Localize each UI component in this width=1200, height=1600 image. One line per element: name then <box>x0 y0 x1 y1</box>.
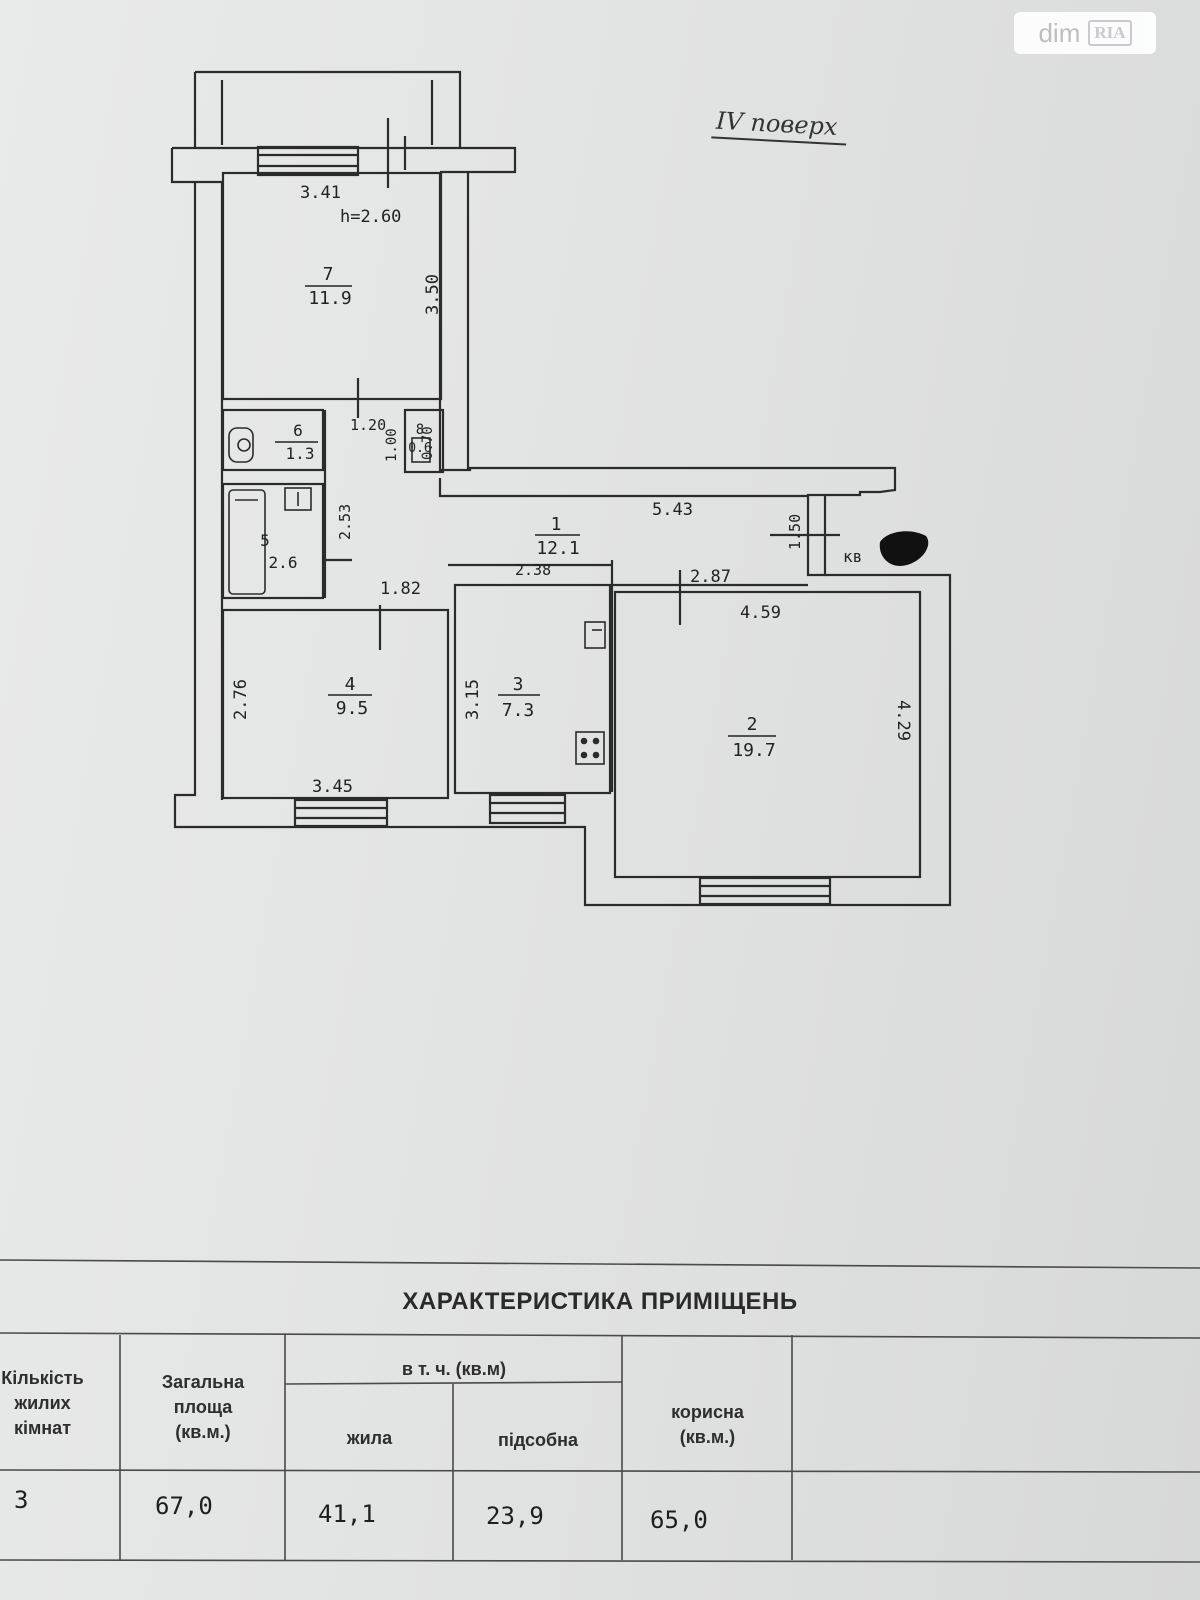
dim-459: 4.59 <box>740 603 781 623</box>
room-8-area: 0.6 <box>408 441 431 456</box>
floor-plan: 3.41 h=2.60 3.50 1.20 1.00 0.70 2.53 1.8… <box>170 70 952 907</box>
value-total-area: 67,0 <box>155 1492 213 1520</box>
toilet-icon <box>228 427 254 463</box>
header-useful: корисна (кв.м.) <box>671 1402 744 1447</box>
plan-fixtures <box>228 427 606 765</box>
dim-350: 3.50 <box>423 274 443 315</box>
dim-287: 2.87 <box>690 567 731 587</box>
watermark-brand: dim <box>1038 17 1081 48</box>
dim-120: 1.20 <box>350 416 386 434</box>
value-rooms: 3 <box>14 1486 29 1514</box>
apartment-label: кв <box>843 547 862 566</box>
dim-ceiling-height: h=2.60 <box>340 207 401 227</box>
room-7-number: 7 <box>323 264 334 285</box>
room-5-number: 5 <box>260 531 270 550</box>
stove-icon <box>575 731 605 765</box>
room-1-number: 1 <box>551 514 562 535</box>
room-5-area: 2.6 <box>269 553 298 572</box>
dim-315: 3.15 <box>463 679 483 720</box>
value-useful: 65,0 <box>650 1506 708 1534</box>
dim-341: 3.41 <box>300 183 341 203</box>
header-including: в т. ч. (кв.м) <box>401 1359 507 1379</box>
room-1-area: 12.1 <box>536 538 579 559</box>
dim-238: 2.38 <box>515 561 551 579</box>
room-4-number: 4 <box>345 674 356 695</box>
room-2-number: 2 <box>747 714 758 735</box>
dimria-watermark: dim RIA <box>1014 12 1156 54</box>
bathtub-icon <box>228 489 266 595</box>
room-3-number: 3 <box>513 674 524 695</box>
dim-070: 0.70 <box>420 426 436 460</box>
dim-182: 1.82 <box>380 579 421 599</box>
plan-dimensions: 3.41 h=2.60 3.50 1.20 1.00 0.70 2.53 1.8… <box>231 183 913 797</box>
table-title: ХАРАКТЕРИСТИКА ПРИМІЩЕНЬ <box>402 1288 798 1315</box>
header-living: жила <box>346 1428 393 1448</box>
dim-543: 5.43 <box>652 500 693 520</box>
header-total-area: Загальна площа (кв.м.) <box>161 1372 245 1442</box>
plan-walls <box>170 70 952 907</box>
room-6-number: 6 <box>293 421 303 440</box>
room-6-area: 1.3 <box>286 444 315 463</box>
storage-shelf-icon <box>411 437 431 463</box>
redaction-mark <box>879 531 929 566</box>
dim-150: 1.50 <box>786 514 804 550</box>
sink-icon <box>284 487 312 511</box>
room-4-area: 9.5 <box>336 698 369 719</box>
dim-276: 2.76 <box>231 679 251 720</box>
watermark-badge: RIA <box>1088 20 1132 46</box>
room-7-area: 11.9 <box>308 288 351 309</box>
header-rooms: Кількість жилих кімнат <box>1 1368 84 1438</box>
value-auxiliary: 23,9 <box>486 1502 544 1530</box>
dim-253: 2.53 <box>336 504 354 540</box>
room-2-area: 19.7 <box>732 740 775 761</box>
table-grid <box>0 1259 1200 1563</box>
kitchen-sink-icon <box>584 621 606 649</box>
plan-rooms: 7 11.9 6 1.3 8 0.6 5 2.6 1 12.1 4 9.5 3 … <box>260 264 776 761</box>
dim-345: 3.45 <box>312 777 353 797</box>
dim-429: 4.29 <box>893 700 913 741</box>
value-living: 41,1 <box>318 1500 376 1528</box>
room-8-number: 8 <box>416 422 424 438</box>
room-3-area: 7.3 <box>502 700 535 721</box>
dim-100: 1.00 <box>384 428 400 462</box>
header-auxiliary: підсобна <box>497 1430 579 1450</box>
